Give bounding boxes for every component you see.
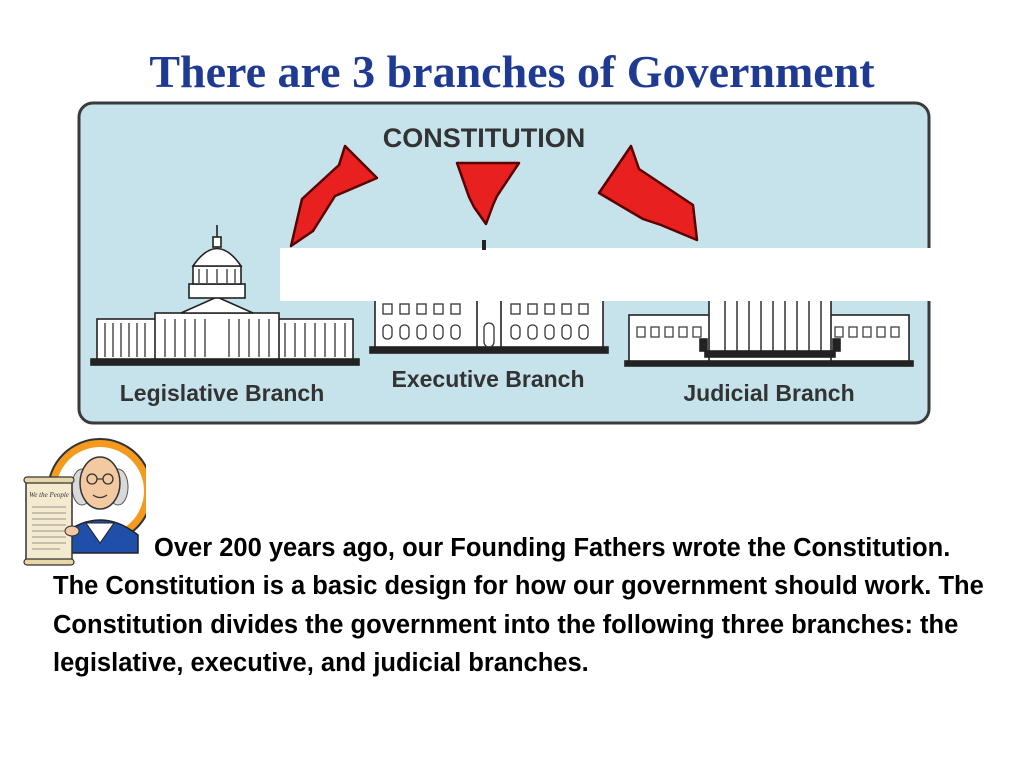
executive-branch-label: Executive Branch: [391, 366, 584, 392]
branches-diagram-svg: CONSTITUTION: [77, 101, 931, 425]
supreme-court-icon: [624, 296, 914, 367]
body-paragraph: Over 200 years ago, our Founding Fathers…: [53, 534, 984, 677]
founding-father-clipart: We the People: [22, 435, 146, 570]
judicial-branch-label: Judicial Branch: [683, 380, 854, 406]
document-label: We the People: [29, 491, 69, 499]
slide-title: There are 3 branches of Government: [149, 46, 875, 97]
branches-diagram: CONSTITUTION: [77, 101, 931, 425]
flagpole-icon: [482, 240, 486, 250]
constitution-label: CONSTITUTION: [383, 123, 586, 153]
legislative-branch-label: Legislative Branch: [120, 380, 325, 406]
capitol-building-icon: [90, 225, 360, 366]
arrow-to-legislative-icon: [289, 144, 379, 248]
arrow-to-executive-icon: [455, 161, 521, 226]
white-house-icon: [369, 288, 609, 354]
founding-father-icon: We the People: [23, 438, 146, 566]
masking-band: [280, 248, 931, 301]
arrow-to-judicial-icon: [597, 144, 699, 242]
